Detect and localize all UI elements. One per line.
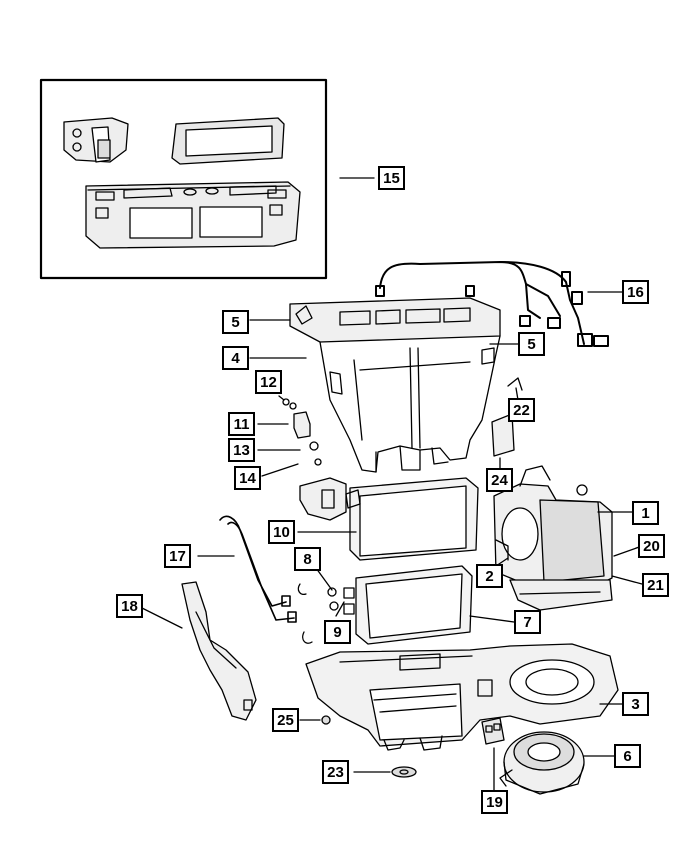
callout-7: 7 [514, 610, 541, 634]
part-17-ac-line [219, 515, 297, 623]
callout-3: 3 [622, 692, 649, 716]
part-4-hvac-housing [289, 297, 501, 473]
part-10-heater-core [345, 477, 479, 561]
callout-5-left: 5 [222, 310, 249, 334]
part-1-blower-housing [493, 465, 613, 611]
callout-2: 2 [476, 564, 503, 588]
callout-11: 11 [228, 412, 255, 436]
callout-16: 16 [622, 280, 649, 304]
callout-8: 8 [294, 547, 321, 571]
part-18-duct [181, 581, 257, 721]
leader-12 [278, 395, 285, 401]
callout-1: 1 [632, 501, 659, 525]
callout-19: 19 [481, 790, 508, 814]
callout-4: 4 [222, 346, 249, 370]
part-6-blower-motor [499, 731, 585, 795]
leader-9 [335, 601, 345, 617]
callout-21: 21 [642, 573, 669, 597]
leader-21 [611, 575, 643, 585]
callout-12: 12 [255, 370, 282, 394]
callout-15: 15 [378, 166, 405, 190]
callout-24: 24 [486, 468, 513, 492]
callout-5-right: 5 [518, 332, 545, 356]
leader-20 [613, 545, 643, 557]
callout-14: 14 [234, 466, 261, 490]
part-19-resistor [481, 717, 505, 745]
part-22-24-sensor [491, 377, 523, 457]
part-23-pad [391, 766, 417, 778]
leader-8 [315, 567, 333, 591]
callout-25: 25 [272, 708, 299, 732]
callout-18: 18 [116, 594, 143, 618]
leader-14 [261, 463, 299, 477]
callout-20: 20 [638, 534, 665, 558]
part-25-screw [321, 715, 331, 725]
callout-22: 22 [508, 398, 535, 422]
callout-6: 6 [614, 744, 641, 768]
part-11-14-expansion-valve-parts [282, 398, 347, 521]
part-16-wire-harness [375, 261, 609, 347]
callout-13: 13 [228, 438, 255, 462]
part-3-lower-housing [305, 643, 619, 751]
leader-7 [469, 615, 515, 623]
callout-17: 17 [164, 544, 191, 568]
callout-23: 23 [322, 760, 349, 784]
part-15-gaskets [63, 117, 301, 249]
leader-18 [141, 607, 183, 629]
callout-10: 10 [268, 520, 295, 544]
part-7-evaporator [297, 565, 473, 645]
inset-frame [39, 78, 328, 280]
callout-9: 9 [324, 620, 351, 644]
